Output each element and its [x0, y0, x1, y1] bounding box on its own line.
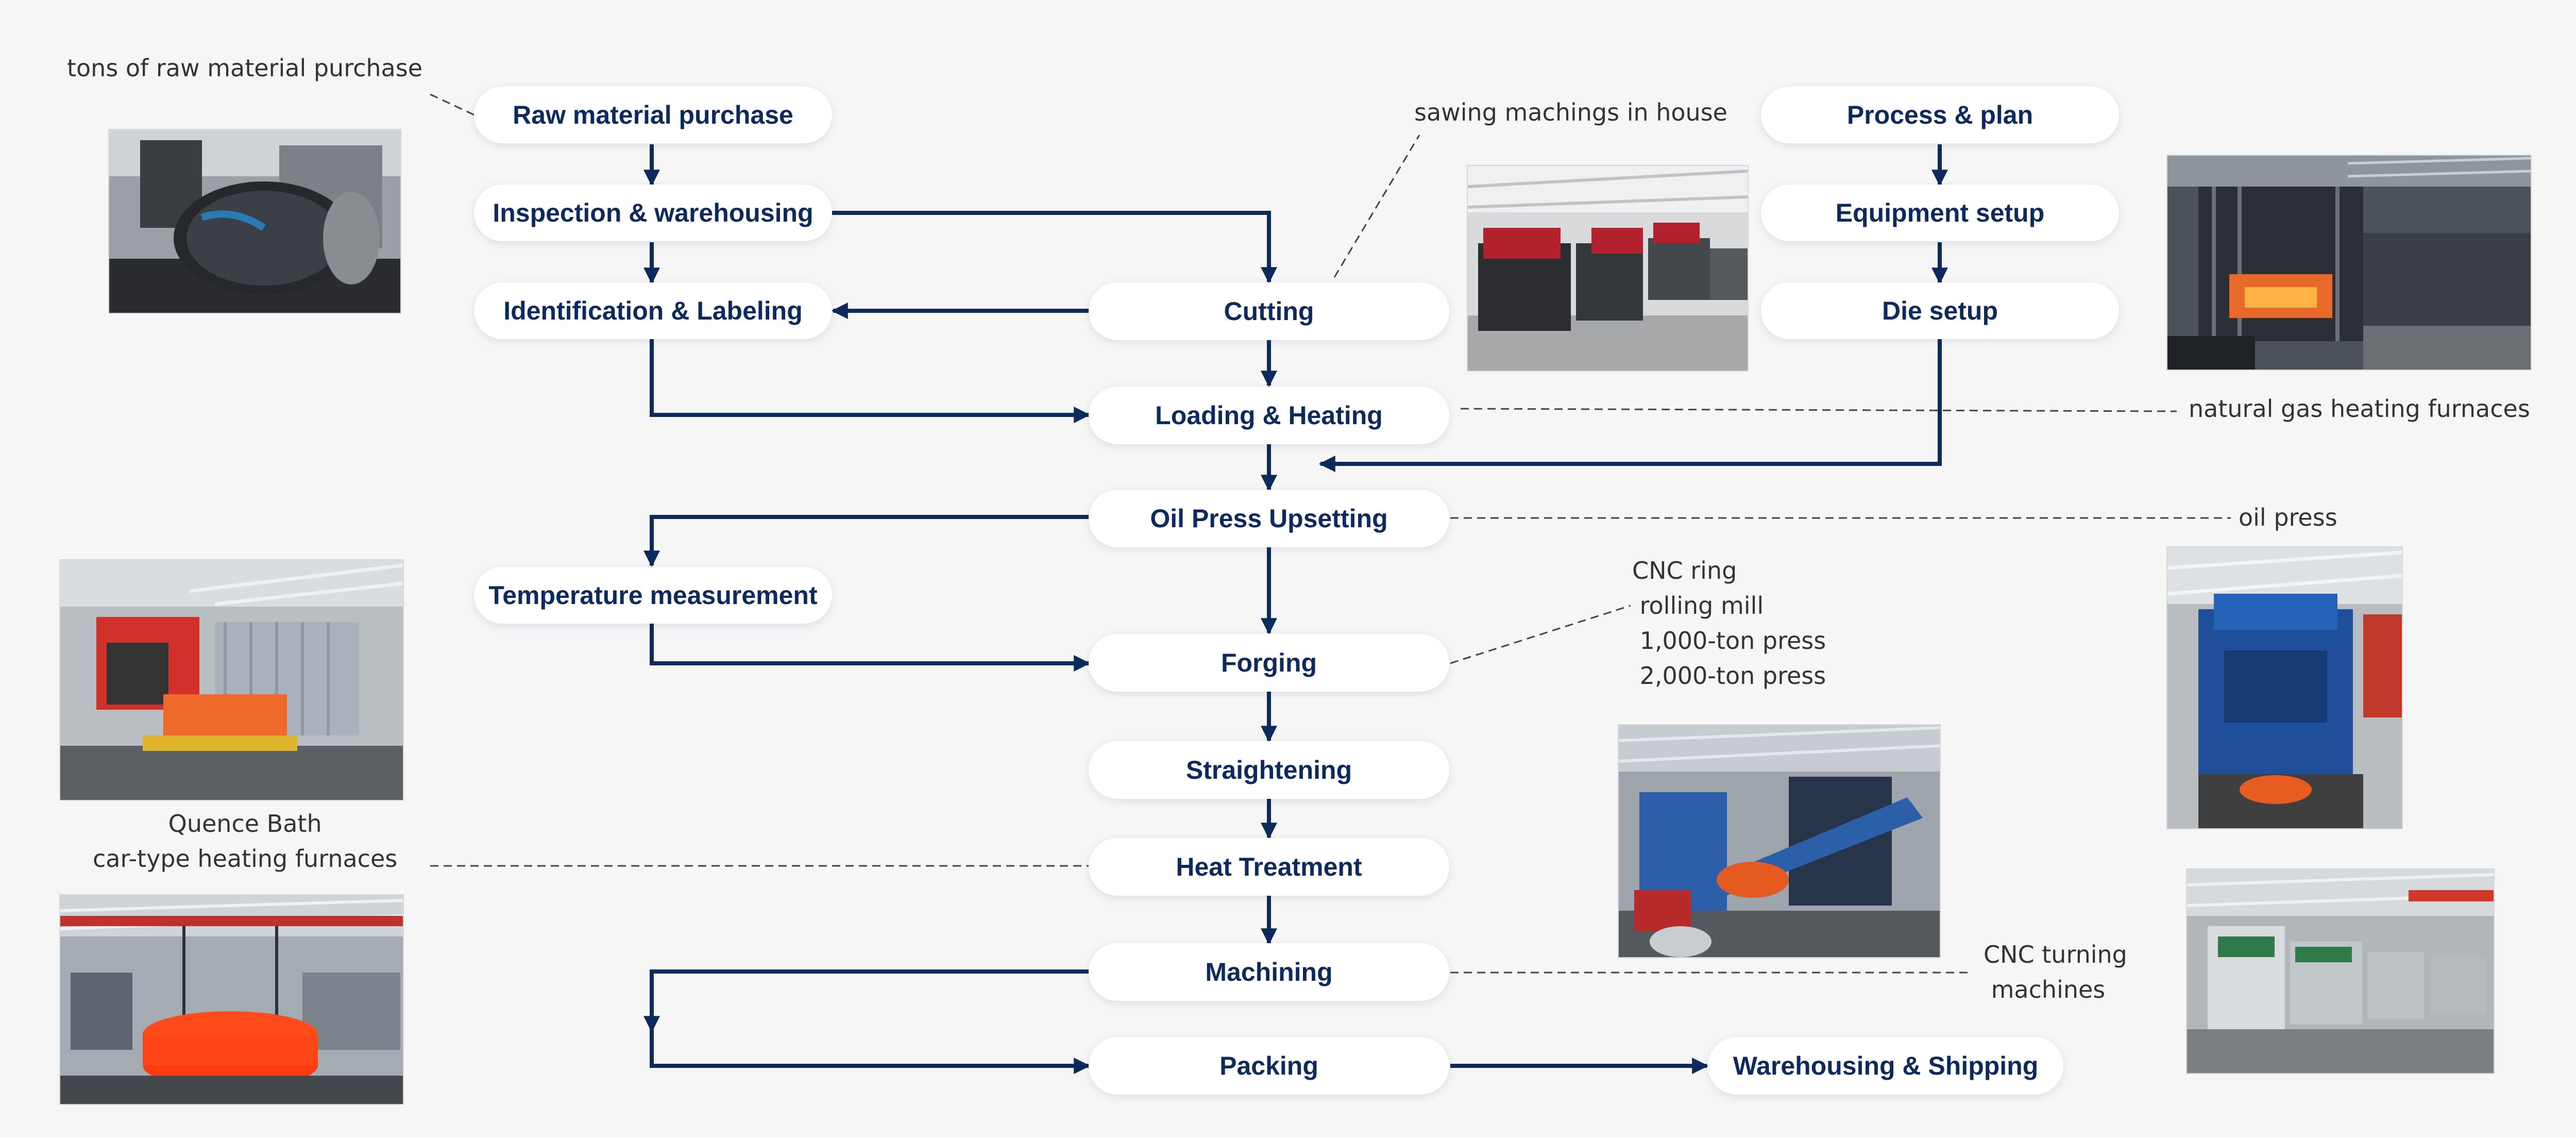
step-loading-heating: Loading & Heating [1089, 387, 1449, 444]
note-cnc-turning: CNC turning machines [1984, 937, 2127, 1007]
step-identification-labeling: Identification & Labeling [474, 282, 832, 339]
note-raw-material: tons of raw material purchase [67, 54, 422, 82]
step-straightening: Straightening [1089, 741, 1449, 799]
step-temperature-measurement: Temperature measurement [474, 567, 832, 624]
sawing-machine-photo [1467, 165, 1749, 372]
note-line: CNC ring [1632, 557, 1737, 584]
arrow-inspection-to-cutting [832, 211, 1277, 284]
arrow-machining-to-branch [643, 969, 1089, 1033]
oil-press-photo [2166, 546, 2403, 829]
arrow-temperature-to-forging [650, 624, 1091, 672]
note-oil-press: oil press [2239, 504, 2337, 531]
arrow-oil-press-to-temperature [643, 515, 1089, 567]
step-forging: Forging [1089, 634, 1449, 692]
cnc-turning-photo [2186, 868, 2495, 1074]
note-line: machines [1984, 976, 2106, 1003]
note-gas-furnaces: natural gas heating furnaces [2189, 395, 2530, 423]
leader-forging-equipment [1450, 605, 1631, 664]
car-furnace-photo [59, 559, 404, 801]
note-line: rolling mill [1632, 592, 1764, 620]
step-warehousing-shipping: Warehousing & Shipping [1708, 1037, 2063, 1095]
raw-material-photo [108, 129, 401, 314]
step-die-setup: Die setup [1761, 282, 2119, 339]
arrow-branch-to-packing [650, 1010, 1091, 1074]
note-line: Quence Bath [168, 810, 322, 838]
note-sawing: sawing machings in house [1414, 98, 1727, 126]
step-cutting: Cutting [1089, 282, 1449, 340]
step-packing: Packing [1089, 1037, 1449, 1095]
ring-rolling-mill-photo [1618, 724, 1941, 958]
leader-raw-material [430, 93, 477, 117]
step-machining: Machining [1089, 943, 1449, 1001]
note-line: car-type heating furnaces [93, 845, 398, 873]
leader-gas-furnaces [1460, 408, 2177, 412]
arrow-die-to-loading [1318, 339, 1942, 472]
arrow-identification-to-loading [650, 339, 1091, 423]
step-process-plan: Process & plan [1761, 87, 2119, 143]
note-line: CNC turning [1984, 941, 2127, 968]
gas-furnace-photo [2166, 155, 2532, 371]
note-line: 1,000-ton press [1632, 627, 1826, 655]
step-inspection-warehousing: Inspection & warehousing [474, 185, 832, 241]
leader-sawing [1333, 135, 1420, 278]
step-oil-press-upsetting: Oil Press Upsetting [1089, 490, 1449, 547]
note-heat-treatment: Quence Bath car-type heating furnaces [93, 806, 397, 876]
step-raw-material-purchase: Raw material purchase [474, 87, 832, 143]
note-forging-equipment: CNC ring rolling mill 1,000-ton press 2,… [1632, 553, 1826, 693]
quench-bath-photo [59, 894, 404, 1105]
step-heat-treatment: Heat Treatment [1089, 838, 1449, 896]
step-equipment-setup: Equipment setup [1761, 185, 2119, 241]
note-line: 2,000-ton press [1632, 662, 1826, 690]
